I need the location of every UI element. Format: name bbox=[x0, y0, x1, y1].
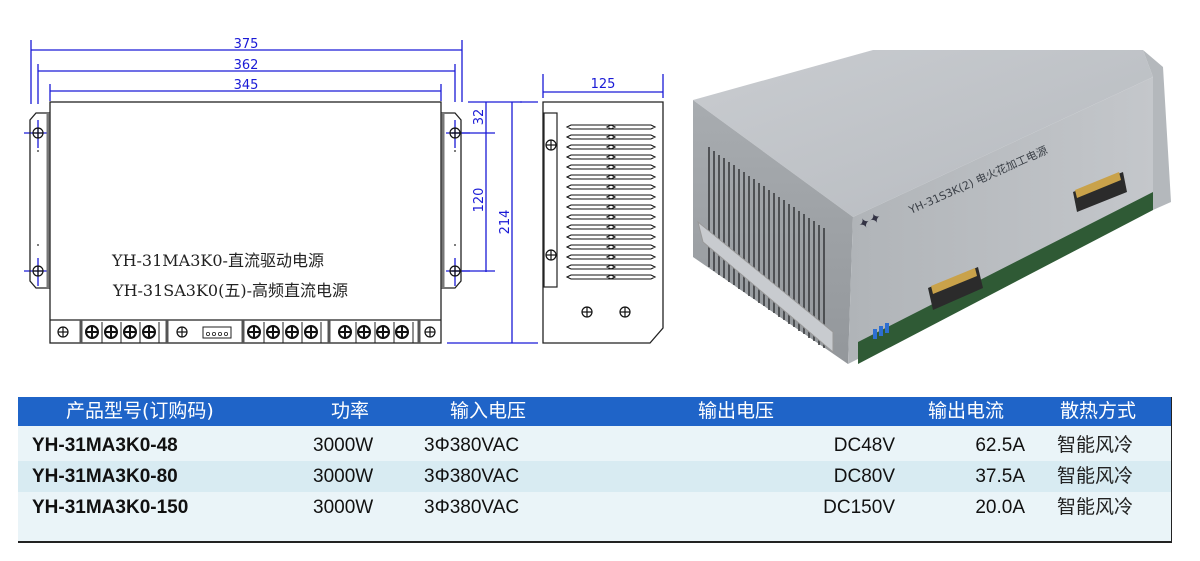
table-row: YH-31MA3K0-150 3000W 3Φ380VAC DC150V 20.… bbox=[18, 492, 1171, 523]
cell-output-voltage: DC80V bbox=[833, 466, 895, 487]
terminal-strip bbox=[57, 320, 436, 343]
drawing-label-line2: YH-31SA3K0(五)-高频直流电源 bbox=[112, 281, 348, 300]
technical-drawing: 375 362 345 125 32 120 214 bbox=[24, 37, 664, 344]
header-cooling: 散热方式 bbox=[1060, 400, 1137, 422]
mount-holes bbox=[32, 127, 461, 277]
cell-model: YH-31MA3K0-80 bbox=[32, 466, 178, 487]
table-row: YH-31MA3K0-48 3000W 3Φ380VAC DC48V 62.5A… bbox=[18, 430, 1171, 461]
cell-cooling: 智能风冷 bbox=[1057, 496, 1134, 518]
header-model: 产品型号(订购码) bbox=[66, 400, 214, 422]
vent-slots bbox=[566, 124, 656, 280]
dim-120: 120 bbox=[472, 188, 487, 213]
cell-output-current: 62.5A bbox=[975, 435, 1025, 456]
dim-125: 125 bbox=[591, 77, 616, 92]
dim-345: 345 bbox=[234, 78, 259, 93]
cell-input-voltage: 3Φ380VAC bbox=[424, 435, 520, 456]
table-header: 产品型号(订购码) 功率 输入电压 输出电压 输出电流 散热方式 bbox=[18, 397, 1171, 426]
header-input-voltage: 输入电压 bbox=[450, 400, 527, 422]
dim-214: 214 bbox=[498, 210, 513, 235]
cell-cooling: 智能风冷 bbox=[1057, 434, 1134, 456]
header-output-voltage: 输出电压 bbox=[698, 400, 775, 422]
spec-table: 产品型号(订购码) 功率 输入电压 输出电压 输出电流 散热方式 YH-31MA… bbox=[18, 397, 1172, 543]
cell-model: YH-31MA3K0-150 bbox=[32, 497, 189, 518]
dim-375: 375 bbox=[234, 37, 259, 52]
header-output-current: 输出电流 bbox=[928, 400, 1005, 422]
side-view bbox=[542, 101, 664, 344]
dim-32: 32 bbox=[472, 109, 487, 126]
cell-input-voltage: 3Φ380VAC bbox=[424, 466, 520, 487]
drawing-label-line1: YH-31MA3K0-直流驱动电源 bbox=[111, 251, 324, 270]
product-photo: ✦✦ YH-31S3K(2) 电火花加工电源 bbox=[693, 50, 1171, 364]
cell-power: 3000W bbox=[313, 466, 374, 487]
cell-power: 3000W bbox=[313, 497, 374, 518]
header-power: 功率 bbox=[331, 400, 370, 422]
cell-model: YH-31MA3K0-48 bbox=[32, 435, 178, 456]
cell-power: 3000W bbox=[313, 435, 374, 456]
cell-output-current: 37.5A bbox=[975, 466, 1025, 487]
cell-cooling: 智能风冷 bbox=[1057, 465, 1134, 487]
front-view bbox=[29, 101, 462, 344]
cell-output-current: 20.0A bbox=[975, 497, 1025, 518]
table-row: YH-31MA3K0-80 3000W 3Φ380VAC DC80V 37.5A… bbox=[18, 461, 1171, 492]
cell-input-voltage: 3Φ380VAC bbox=[424, 497, 520, 518]
dim-362: 362 bbox=[234, 58, 259, 73]
cell-output-voltage: DC48V bbox=[833, 435, 895, 456]
dimension-labels: 375 362 345 125 32 120 214 bbox=[234, 37, 616, 234]
cell-output-voltage: DC150V bbox=[823, 497, 895, 518]
